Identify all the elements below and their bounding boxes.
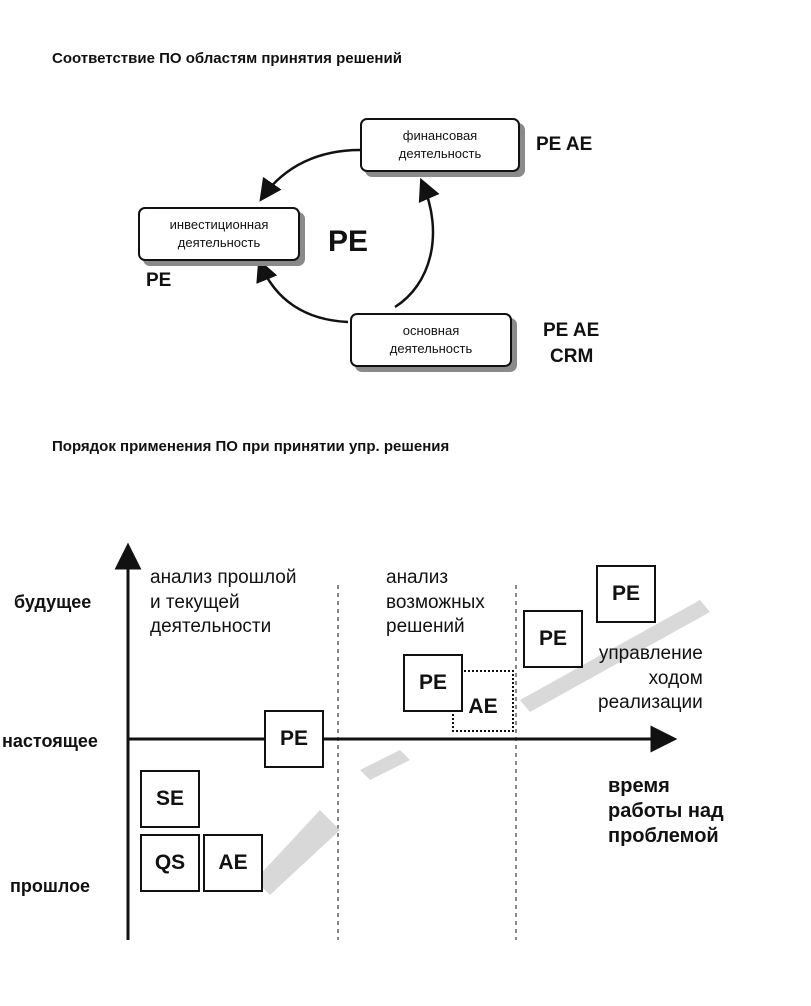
square-qs-label: QS [154,851,186,874]
node-financial-line2: деятельность [398,146,482,161]
arc-fin-to-inv [259,148,361,202]
node-main-tag2: CRM [550,346,594,367]
x-label-line3: проблемой [608,825,719,847]
square-pe-right1: PE [523,610,583,668]
region-impl-line1: управление [598,643,703,664]
node-financial-tag: PE AE [536,134,593,155]
region-past-line1: анализ прошлой [150,567,297,588]
square-ae-mid-label: AE [468,695,498,718]
y-label-past: прошлое [10,876,91,896]
region-solutions-line2: возможных [386,591,485,613]
square-pe-present: PE [264,710,324,768]
square-ae-past-label: AE [218,851,248,874]
node-financial: финансовая деятельность [360,118,520,172]
x-label-line1: время [608,775,670,797]
region-solutions-line3: решений [386,616,465,638]
y-label-present: настоящее [2,731,98,751]
region-impl-line3: реализации [598,692,703,714]
arc-main-to-inv [256,258,349,324]
node-main-tag1: PE AE [543,320,600,341]
region-impl-line2: ходом [648,667,703,689]
shading [255,600,710,895]
square-pe-right1-label: PE [538,627,567,650]
region-past-analysis: анализ прошлой и текущей деятельности [150,566,296,640]
region-solutions-analysis: анализ возможных решений [386,566,485,640]
node-main-line1: основная [402,323,460,339]
square-pe-right2: PE [596,565,656,623]
square-se: SE [140,770,200,828]
node-main: основная деятельность [350,313,512,367]
region-past-line3: деятельности [150,616,272,638]
node-investment-line2: деятельность [177,235,261,250]
node-investment: инвестиционная деятельность [138,207,300,261]
square-ae-past: AE [203,834,263,892]
square-pe-mid-label: PE [418,671,447,694]
y-label-future: будущее [14,592,92,612]
bottom-title: Порядок применения ПО при принятии упр. … [52,438,450,455]
center-label: PE [328,225,369,258]
top-title: Соответствие ПО областям принятия решени… [52,50,402,67]
square-pe-right2-label: PE [611,582,640,605]
x-axis-label: время работы над проблемой [608,774,724,849]
region-past-line2: и текущей [150,591,240,613]
node-financial-line1: финансовая [402,128,478,144]
node-investment-line1: инвестиционная [169,217,269,233]
x-label-line2: работы над [608,800,724,822]
region-implementation: управление ходом реализации [598,642,703,716]
square-qs: QS [140,834,200,892]
square-pe-present-label: PE [279,727,308,750]
square-pe-mid: PE [403,654,463,712]
region-solutions-line1: анализ [386,567,449,588]
node-main-line2: деятельность [389,341,473,356]
node-investment-tag: PE [146,270,172,291]
square-se-label: SE [155,787,184,810]
arc-main-to-fin [394,177,440,309]
